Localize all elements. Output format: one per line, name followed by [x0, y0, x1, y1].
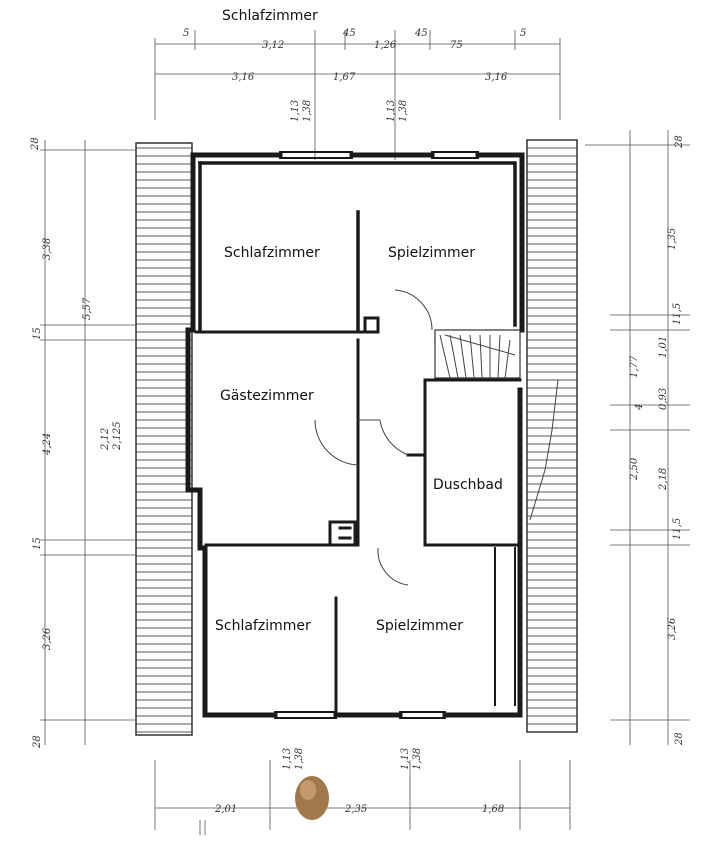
- room-label-gaestezimmer: Gästezimmer: [220, 388, 314, 404]
- bottom-dimension-chain: 2,01 2,35 1,68 1,13 1,38 1,13 1,38: [154, 748, 571, 835]
- dim-left-8: 15: [32, 537, 43, 550]
- dim-top-5: 45: [414, 28, 428, 39]
- door-swings: [314, 289, 433, 586]
- dim-right-4: 1,77: [629, 355, 640, 378]
- room-label-spielzimmer-bottom: Spielzimmer: [376, 618, 463, 634]
- dim-right-8: 2,50: [629, 457, 640, 481]
- dim-right-3: 11,5: [672, 303, 683, 325]
- dim-top-row2-2: 1,67: [333, 72, 356, 83]
- dim-top-row2-3: 3,16: [485, 72, 508, 83]
- dim-top-7: 5: [520, 28, 526, 39]
- dim-window-bl-1: 1,13: [282, 748, 293, 770]
- dim-left-3: 5,57: [82, 297, 93, 320]
- dim-left-1: 28: [30, 137, 41, 151]
- dim-top-4: 1,26: [374, 40, 397, 51]
- dim-left-4: 15: [32, 327, 43, 340]
- dim-left-6: 2,12: [100, 428, 111, 451]
- room-label-spielzimmer-top: Spielzimmer: [388, 245, 475, 261]
- dim-right-5: 1,01: [658, 336, 669, 358]
- room-label-schlafzimmer-top: Schlafzimmer: [224, 245, 320, 261]
- dim-right-9: 2,18: [658, 468, 669, 491]
- dim-left-10: 28: [32, 735, 43, 749]
- dim-right-11: 3,26: [667, 617, 678, 640]
- dim-window-bl-2: 1,38: [294, 748, 305, 770]
- dim-top-1: 5: [183, 28, 189, 39]
- room-label-duschbad: Duschbad: [433, 477, 503, 493]
- dim-left-5: 4,24: [42, 433, 53, 456]
- exterior-walls: [185, 151, 525, 719]
- dim-top-6: 75: [450, 40, 463, 51]
- interior-walls: [194, 161, 522, 714]
- dim-right-10: 11,5: [672, 518, 683, 540]
- dim-window-tl-1: 1,13: [290, 100, 301, 122]
- room-label-schlafzimmer-bottom: Schlafzimmer: [215, 618, 311, 634]
- dim-window-tr-2: 1,38: [398, 100, 409, 122]
- plan-title: Schlafzimmer: [222, 8, 318, 24]
- dim-right-2: 1,35: [667, 228, 678, 250]
- dim-window-br-2: 1,38: [412, 748, 423, 770]
- dim-window-tl-2: 1,38: [302, 100, 313, 122]
- right-dimension-chain: 28 1,35 11,5 1,77 1,01 4 0,93 2,50 2,18 …: [585, 130, 690, 746]
- left-dimension-chain: 28 3,38 5,57 15 4,24 2,12 2,125 15 3,26 …: [30, 137, 135, 749]
- dim-left-9: 3,26: [42, 627, 53, 650]
- marker-highlight: [300, 780, 316, 800]
- roof-slope-left: [135, 142, 193, 736]
- dim-top-2: 3,12: [262, 40, 284, 51]
- dim-top-row2-1: 3,16: [232, 72, 255, 83]
- dim-bottom-1: 2,01: [214, 804, 237, 815]
- top-dimension-chain: 5 3,12 45 1,26 45 75 5 3,16 1,67 3,16 1,…: [154, 28, 561, 160]
- dim-left-2: 3,38: [42, 238, 53, 260]
- dim-left-7: 2,125: [112, 421, 123, 451]
- dim-bottom-3: 1,68: [482, 804, 504, 815]
- dim-right-12: 28: [674, 732, 685, 746]
- staircase: [434, 329, 521, 379]
- dim-right-6: 4: [634, 404, 645, 411]
- dim-window-tr-1: 1,13: [386, 100, 397, 122]
- roof-slope-right: [526, 139, 578, 733]
- dim-window-br-1: 1,13: [400, 748, 411, 770]
- dim-right-1: 28: [674, 135, 685, 149]
- dim-bottom-2: 2,35: [344, 804, 367, 815]
- handwritten-note: [529, 379, 559, 521]
- dim-top-3: 45: [342, 28, 356, 39]
- dim-right-7: 0,93: [658, 388, 669, 410]
